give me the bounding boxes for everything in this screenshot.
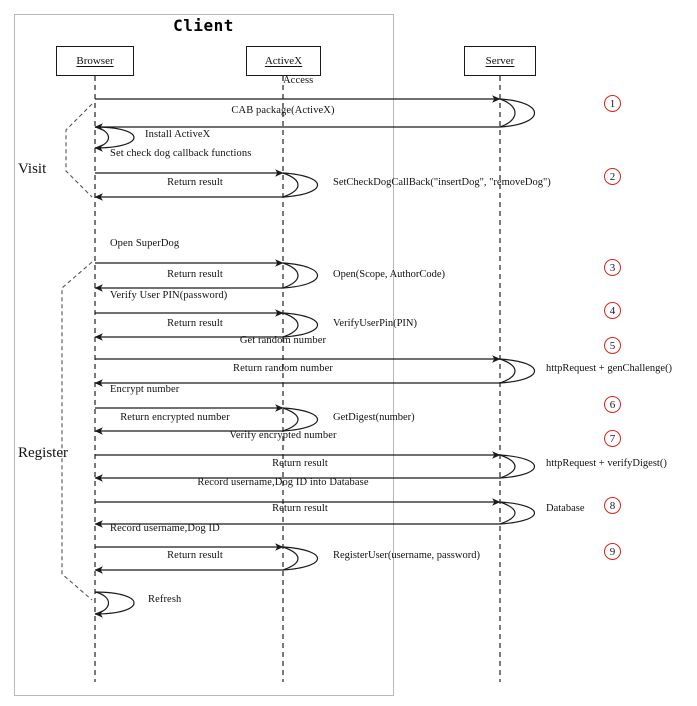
annotation-a5: httpRequest + genChallenge() — [546, 363, 673, 374]
phase-brace-register — [61, 261, 93, 601]
message-8-label: Verify User PIN(password) — [110, 290, 228, 301]
message-4-label: Set check dog callback functions — [110, 148, 252, 159]
message-18-label: Record username,Dog ID — [110, 523, 220, 534]
message-13-label: Return encrypted number — [120, 412, 230, 423]
message-14-label: Verify encrypted number — [229, 430, 337, 441]
actor-label-browser: Browser — [76, 55, 114, 67]
message-10-loop-outer — [499, 358, 535, 384]
message-16-loop-inner — [499, 501, 516, 525]
message-15-label: Return result — [272, 458, 328, 469]
message-11-label: Return random number — [233, 363, 333, 374]
message-4-loop-inner — [282, 172, 299, 198]
step-number-1[interactable]: 1 — [604, 95, 621, 112]
message-1-loop-inner — [499, 98, 516, 128]
message-18-loop-inner — [282, 546, 299, 571]
message-16-label: Record username,Dog ID into Database — [197, 477, 369, 488]
message-20-label: Refresh — [148, 594, 182, 605]
step-number-8[interactable]: 8 — [604, 497, 621, 514]
message-10-label: Get random number — [239, 335, 327, 346]
message-5-label: Return result — [167, 177, 223, 188]
annotation-a2: SetCheckDogCallBack("insertDog", "remove… — [333, 177, 551, 188]
client-frame — [14, 14, 394, 696]
message-19-label: Return result — [167, 550, 223, 561]
phase-label-register: Register — [18, 445, 68, 461]
actor-label-server: Server — [485, 55, 515, 67]
step-number-7[interactable]: 7 — [604, 430, 621, 447]
message-8-loop-inner — [282, 312, 299, 338]
message-16-loop-outer — [499, 501, 535, 525]
message-17-label: Return result — [272, 503, 328, 514]
message-12-loop-inner — [282, 407, 299, 432]
message-7-label: Return result — [167, 269, 223, 280]
message-12-loop-outer — [282, 407, 318, 432]
diagram-title: Client — [173, 16, 234, 35]
step-number-4[interactable]: 4 — [604, 302, 621, 319]
step-number-6[interactable]: 6 — [604, 396, 621, 413]
phase-label-visit: Visit — [18, 161, 47, 177]
message-2-label: CAB package(ActiveX) — [231, 105, 335, 116]
message-4-loop-outer — [282, 172, 318, 198]
message-1-label: Access — [283, 75, 314, 86]
message-6-loop-inner — [282, 262, 299, 289]
message-20-self-curve — [94, 591, 135, 618]
message-14-loop-inner — [499, 454, 516, 479]
annotation-a8: Database — [546, 503, 585, 514]
message-8-loop-outer — [282, 312, 318, 338]
annotation-a4: VerifyUserPin(PIN) — [333, 318, 417, 329]
message-9-label: Return result — [167, 318, 223, 329]
step-number-5[interactable]: 5 — [604, 337, 621, 354]
message-18-loop-outer — [282, 546, 318, 571]
message-3-self-curve-inner — [94, 126, 110, 149]
message-10-loop-inner — [499, 358, 516, 384]
step-number-9[interactable]: 9 — [604, 543, 621, 560]
message-3-self-curve — [94, 126, 135, 152]
step-number-3[interactable]: 3 — [604, 259, 621, 276]
annotation-a6: GetDigest(number) — [333, 412, 415, 423]
message-12-label: Encrypt number — [110, 384, 180, 395]
message-20-self-curve-inner — [94, 591, 110, 615]
message-6-loop-outer — [282, 262, 318, 289]
annotation-a3: Open(Scope, AuthorCode) — [333, 269, 445, 280]
annotation-a7: httpRequest + verifyDigest() — [546, 458, 667, 469]
actor-box-server[interactable]: Server — [464, 46, 536, 76]
annotation-a9: RegisterUser(username, password) — [333, 550, 480, 561]
actor-box-browser[interactable]: Browser — [56, 46, 134, 76]
actor-box-activex[interactable]: ActiveX — [246, 46, 321, 76]
message-3-label: Install ActiveX — [145, 129, 211, 140]
phase-brace-visit — [65, 103, 93, 198]
message-1-loop-outer — [499, 98, 535, 128]
message-6-label: Open SuperDog — [110, 238, 180, 249]
step-number-2[interactable]: 2 — [604, 168, 621, 185]
actor-label-activex: ActiveX — [264, 55, 303, 67]
message-14-loop-outer — [499, 454, 535, 479]
